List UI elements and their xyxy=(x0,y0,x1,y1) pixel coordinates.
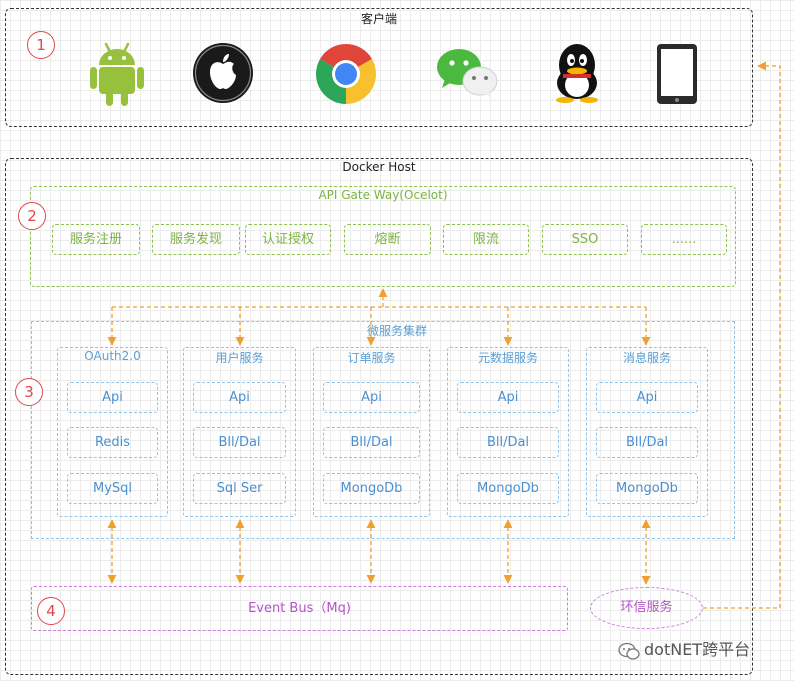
service-title: OAuth2.0 xyxy=(84,349,141,363)
service-title: 用户服务 xyxy=(215,351,264,365)
watermark: dotNET跨平台 xyxy=(618,636,750,660)
service-order: 订单服务 Api Bll/Dal MongoDb xyxy=(313,347,430,517)
service-metadata: 元数据服务 Api Bll/Dal MongoDb xyxy=(447,347,569,517)
gateway-item: ...... xyxy=(641,224,727,255)
im-to-client-connector xyxy=(703,61,781,609)
service-layer: Bll/Dal xyxy=(596,427,698,458)
service-layer: MongoDb xyxy=(457,473,559,504)
service-layer: MongoDb xyxy=(596,473,698,504)
service-user: 用户服务 Api Bll/Dal Sql Ser xyxy=(183,347,296,517)
tablet-icon xyxy=(657,44,697,104)
service-layer: MySql xyxy=(67,473,158,504)
step-marker-4: 4 xyxy=(37,597,65,625)
docker-host-container: Docker Host xyxy=(5,158,753,675)
service-message: 消息服务 Api Bll/Dal MongoDb xyxy=(586,347,708,517)
api-gateway-title: API Gate Way(Ocelot) xyxy=(318,188,448,202)
service-layer: Api xyxy=(323,382,420,413)
service-layer: Api xyxy=(596,382,698,413)
gateway-item: 认证授权 xyxy=(245,224,331,255)
gateway-item: SSO xyxy=(542,224,628,255)
wechat-watermark-icon xyxy=(618,642,640,660)
gateway-item: 服务发现 xyxy=(152,224,240,255)
step-marker-3: 3 xyxy=(15,378,43,406)
microservice-cluster-container xyxy=(31,321,735,539)
qq-icon xyxy=(556,44,598,103)
apple-icon xyxy=(193,43,253,103)
service-layer: Bll/Dal xyxy=(323,427,420,458)
android-icon xyxy=(90,42,144,106)
client-title: 客户端 xyxy=(360,12,397,26)
api-gateway-container: API Gate Way(Ocelot) xyxy=(30,186,736,287)
service-oauth: OAuth2.0 Api Redis MySql xyxy=(57,347,168,517)
event-bus: Event Bus（Mq) xyxy=(31,586,568,631)
service-title: 元数据服务 xyxy=(477,351,538,365)
service-layer: Bll/Dal xyxy=(457,427,559,458)
docker-host-title: Docker Host xyxy=(342,160,416,174)
service-title: 订单服务 xyxy=(347,351,396,365)
step-marker-1: 1 xyxy=(27,31,55,59)
service-layer: Redis xyxy=(67,427,158,458)
gateway-item: 限流 xyxy=(443,224,529,255)
gateway-item: 熔断 xyxy=(344,224,431,255)
client-container: 客户端 xyxy=(5,8,753,127)
service-layer: MongoDb xyxy=(323,473,420,504)
service-layer: Api xyxy=(457,382,559,413)
gateway-item: 服务注册 xyxy=(52,224,140,255)
watermark-text: dotNET跨平台 xyxy=(644,640,751,659)
im-service: 环信服务 xyxy=(590,587,703,629)
service-layer: Bll/Dal xyxy=(193,427,286,458)
service-layer: Api xyxy=(67,382,158,413)
service-layer: Api xyxy=(193,382,286,413)
service-layer: Sql Ser xyxy=(193,473,286,504)
step-marker-2: 2 xyxy=(18,202,46,230)
chrome-icon xyxy=(315,43,377,105)
microservice-cluster-title: 微服务集群 xyxy=(366,324,427,338)
service-title: 消息服务 xyxy=(622,351,671,365)
wechat-icon xyxy=(437,49,498,98)
